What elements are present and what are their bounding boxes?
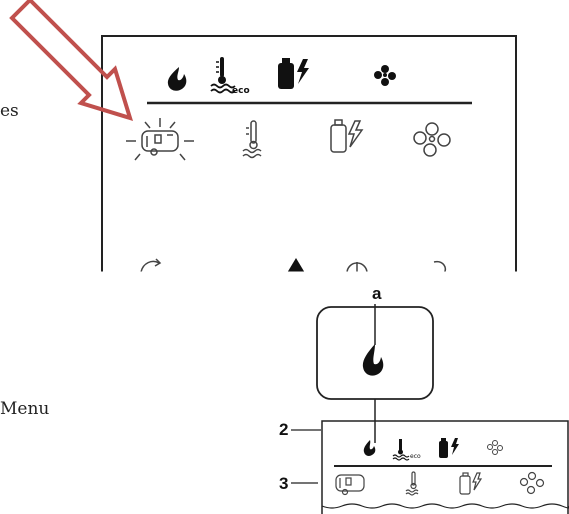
mini-display-frame	[321, 420, 569, 514]
side-text-es: es	[0, 101, 19, 121]
mini-water-heating-icon	[405, 471, 419, 496]
warning-icon	[287, 258, 305, 273]
caravan-heating-icon	[126, 118, 194, 161]
mini-ventilation-icon	[519, 471, 545, 495]
label-2: 2	[279, 420, 288, 439]
gas-electric-icon	[278, 58, 309, 89]
display-frame	[101, 35, 517, 272]
mini-fan-icon	[487, 440, 503, 455]
mini-gas-flame-icon	[363, 440, 376, 456]
mini-caravan-heating-icon	[335, 474, 365, 496]
mini-gas-electric-icon	[439, 438, 459, 458]
timer-icon	[346, 262, 368, 274]
gas-flame-icon	[167, 67, 187, 91]
zoom-gas-flame-icon	[362, 344, 384, 376]
water-heating-icon	[242, 120, 262, 159]
side-text-menu: Menu	[0, 399, 50, 419]
back-icon	[433, 260, 447, 274]
mini-energy-select-icon	[459, 472, 483, 495]
pointer-arrow-icon	[9, 0, 134, 122]
label-3: 3	[279, 474, 288, 493]
ventilation-icon	[413, 122, 451, 157]
detail-panel: a 2 3 eco	[0, 280, 569, 514]
top-display-panel: eco	[9, 0, 518, 275]
water-heater-eco-icon	[210, 57, 236, 94]
energy-select-icon	[330, 119, 364, 153]
eco-label: eco	[232, 86, 250, 96]
sync-icon	[140, 258, 162, 273]
mini-eco-label: eco	[410, 453, 421, 460]
label-a: a	[372, 284, 382, 303]
fan-icon	[374, 65, 396, 86]
mini-water-heater-eco-icon	[392, 439, 410, 461]
